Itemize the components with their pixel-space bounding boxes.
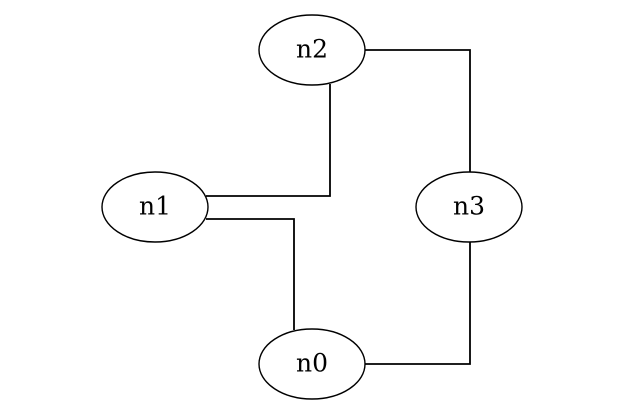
edge-n0-n3 [365,241,471,365]
node-n3-label: n3 [453,192,485,221]
node-n0-ellipse [258,328,366,400]
node-n2-label: n2 [296,35,328,64]
edge-n1-n2 [206,84,331,197]
edge-n1-n0 [206,218,295,330]
edge-n2-n3 [365,49,471,172]
node-n3-ellipse [415,171,523,243]
node-n0[interactable]: n0 [258,328,366,400]
node-n3[interactable]: n3 [415,171,523,243]
node-n1-ellipse [101,171,209,243]
node-n2-ellipse [258,14,366,86]
node-n2[interactable]: n2 [258,14,366,86]
node-n1[interactable]: n1 [101,171,209,243]
node-n1-label: n1 [139,192,171,221]
node-n0-label: n0 [296,349,328,378]
